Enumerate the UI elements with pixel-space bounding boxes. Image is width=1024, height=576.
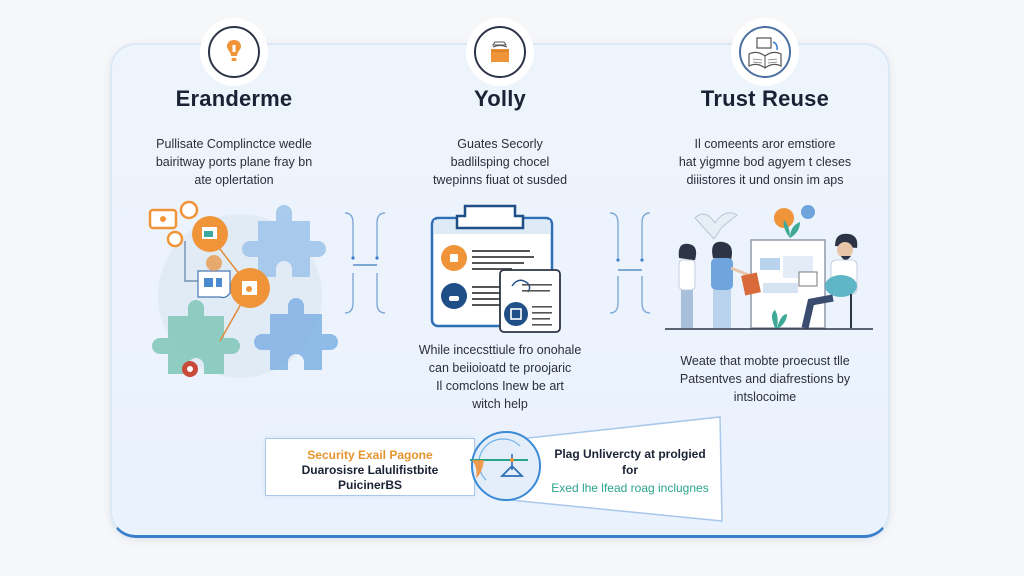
puzzle-piece-blue-bottom <box>254 298 338 370</box>
bottom-right-line: for <box>622 463 638 477</box>
connector-bracket-1 <box>344 212 386 314</box>
desc-line: Il comclons Inew be art <box>436 379 564 393</box>
connector-bracket-2 <box>609 212 651 314</box>
desc-line: Il comeents aror emstiore <box>694 137 836 151</box>
desc-line: hat yigmne bod agyem t cleses <box>678 155 852 169</box>
desc-line: intslocoime <box>733 390 797 404</box>
bottom-right-subtext: Exed lhe lfead roag inclugnes <box>551 481 709 495</box>
desc-line: Guates Secorly <box>457 137 543 151</box>
column-description-bottom: Weate that mobte proecust tlle Patsentve… <box>635 352 895 406</box>
column-description: Il comeents aror emstiore hat yigmne bod… <box>635 135 895 189</box>
desc-line: Pullisate Complinctce wedle <box>156 137 312 151</box>
bottom-left-heading: Security Exail Pagone <box>307 448 433 462</box>
desc-line: While incecsttiule fro onohale <box>418 343 582 357</box>
desc-line: bairitway ports plane fray bn <box>155 155 313 169</box>
desc-line: Patsentves and diafrestions by <box>679 372 851 386</box>
bottom-left-line: Duarosisre Lalulifistbite <box>301 463 439 477</box>
team-collaboration-illustration <box>665 205 873 330</box>
desc-line: diiistores it und onsin im aps <box>686 173 844 187</box>
desc-line: twepinns fiuat ot susded <box>432 173 568 187</box>
bottom-left-box: Security Exail Pagone Duarosisre Lalulif… <box>265 438 475 496</box>
open-book-icon <box>748 37 782 69</box>
desc-line: ate oplertation <box>194 173 274 187</box>
puzzle-piece-teal <box>152 300 240 374</box>
column-description: Guates Secorly badlilsping chocel twepin… <box>370 135 630 189</box>
puzzle-network-illustration <box>148 200 338 378</box>
badge-trust-reuse <box>735 22 795 82</box>
column-title: Trust Reuse <box>700 86 830 111</box>
bottom-right-box: Plag Unlivercty at prolgied for Exed lhe… <box>540 446 720 496</box>
puzzle-piece-blue-top <box>242 205 326 277</box>
hub-circle <box>470 431 541 501</box>
column-description-bottom: While incecsttiule fro onohale can beiio… <box>370 341 630 413</box>
badge-yolly <box>470 22 530 82</box>
clipboard-illustration <box>430 204 561 333</box>
desc-line: badlilsping chocel <box>450 155 550 169</box>
scale-icon <box>499 454 525 477</box>
badge-eranderme <box>204 22 264 82</box>
desc-line: can beiioioatd te proojaric <box>428 361 572 375</box>
column-description: Pullisate Complinctce wedle bairitway po… <box>104 135 364 189</box>
column-title: Yolly <box>474 86 526 111</box>
desc-line: Weate that mobte proecust tlle <box>680 354 850 368</box>
column-title: Eranderme <box>175 86 293 111</box>
basket-icon <box>491 41 509 62</box>
lightbulb-icon <box>227 40 241 61</box>
desc-line: witch help <box>472 397 528 411</box>
bottom-right-heading: Plag Unlivercty at prolgied <box>554 447 706 461</box>
bottom-left-line: PuicinerBS <box>337 478 403 492</box>
